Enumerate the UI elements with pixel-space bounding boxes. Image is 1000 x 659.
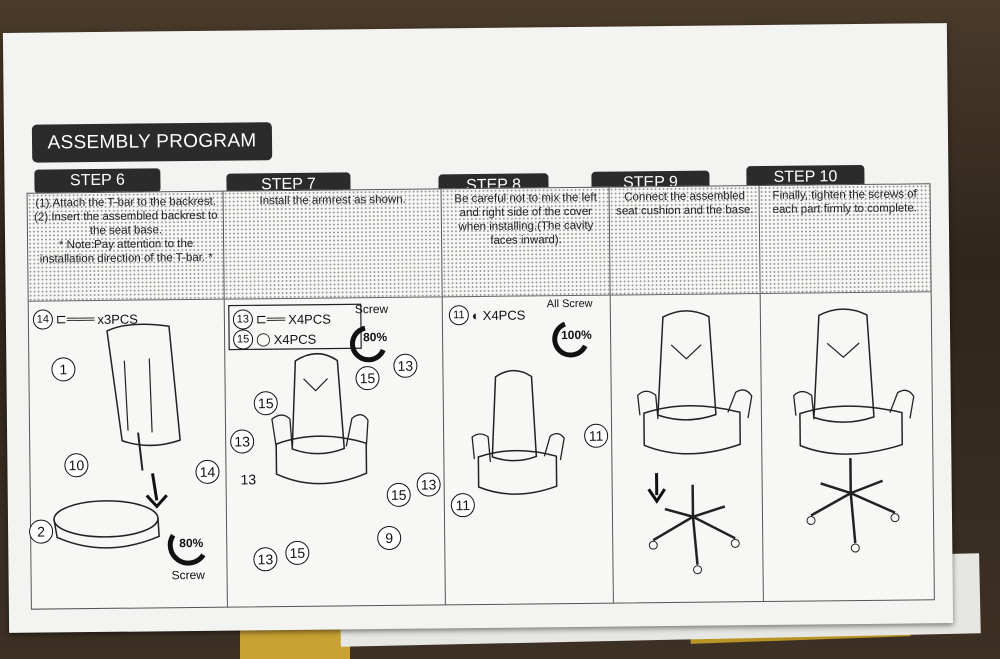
chair-base-drawing	[637, 310, 753, 575]
callout-15: 15	[386, 482, 411, 507]
callout-11: 11	[584, 423, 609, 448]
part-14-circle: 14	[32, 309, 53, 330]
callout-13: 13	[393, 353, 418, 378]
callout-2: 2	[28, 519, 54, 544]
callout-15: 15	[285, 540, 310, 566]
part-15-qty: X4PCS	[273, 331, 317, 347]
step-9-panel: Connect the assembled seat cushion and t…	[608, 185, 765, 604]
callout-15: 15	[253, 391, 278, 416]
step-10-instructions: Finally, tighten the screws of each part…	[759, 184, 931, 295]
step-6-part-chip: 14 ⊏═══ x3PCS	[32, 309, 138, 330]
step-9-diagram	[611, 294, 764, 602]
step-9-instructions: Connect the assembled seat cushion and t…	[609, 186, 761, 296]
bolt-icon: ⊏═══	[55, 311, 95, 327]
washer-icon: ◯	[256, 331, 271, 347]
chair-cover-drawing	[471, 321, 588, 495]
part-14-qty: x3PCS	[97, 311, 138, 327]
assembly-program-title: ASSEMBLY PROGRAM	[31, 122, 273, 163]
step-7-part-chip-13: 13 ⊏══ X4PCS	[232, 309, 331, 330]
step-7-instructions: Install the armrest as shown.	[223, 189, 443, 300]
rotation-percent: 100%	[561, 327, 592, 343]
part-13-circle: 13	[232, 309, 254, 330]
step-7-panel: Install the armrest as shown. 13 ⊏══ X4P…	[222, 188, 447, 608]
step-7-diagram: 13 ⊏══ X4PCS 15 ◯ X4PCS Screw 80% 15 13 …	[225, 297, 446, 605]
step-6-diagram: 14 ⊏═══ x3PCS 1 10 14 2 80% Screw	[28, 300, 228, 608]
callout-14: 14	[195, 459, 220, 484]
screw-label: Screw	[171, 567, 205, 583]
step-8-part-chip: 11 ◐ X4PCS	[448, 305, 526, 326]
step-6-instructions: (1).Attach the T-bar to the backrest. (2…	[27, 191, 225, 302]
step-8-instructions: Be careful not to mix the left and right…	[441, 187, 611, 298]
chair-armrest-drawing	[228, 303, 386, 485]
instruction-sheet: ASSEMBLY PROGRAM STEP 6 STEP 7 STEP 8 ST…	[2, 23, 954, 633]
step-8-diagram: 11 ◐ X4PCS All Screw 100% 11 11	[443, 296, 614, 604]
rotation-percent: 80%	[363, 329, 388, 345]
step-7-part-chip-15: 15 ◯ X4PCS	[233, 329, 316, 350]
step-10-diagram	[761, 292, 934, 600]
step-6-tab: STEP 6	[34, 168, 161, 194]
all-screw-label: All Screw	[546, 297, 593, 311]
step-6-panel: (1).Attach the T-bar to the backrest. (2…	[26, 190, 229, 610]
callout-13: 13	[230, 429, 255, 454]
callout-13: 13	[416, 472, 441, 497]
part-15-circle: 15	[233, 329, 254, 350]
screw-icon: ⊏══	[255, 311, 286, 327]
callout-11: 11	[450, 493, 475, 518]
screw-label: Screw	[354, 301, 389, 317]
callout-13: 13	[253, 547, 278, 572]
part-11-qty: X4PCS	[482, 307, 526, 323]
chair-back-drawing	[53, 323, 206, 566]
rotation-percent: 80%	[179, 535, 204, 551]
step-10-panel: Finally, tighten the screws of each part…	[758, 183, 935, 603]
part-13-qty: X4PCS	[288, 311, 331, 327]
callout-10: 10	[64, 453, 89, 478]
step-8-panel: Be careful not to mix the left and right…	[440, 186, 615, 606]
callout-9: 9	[377, 525, 402, 551]
label-13: 13	[240, 471, 257, 488]
assembled-chair-drawing	[793, 308, 915, 553]
callout-1: 1	[51, 357, 76, 382]
part-11-circle: 11	[448, 305, 469, 326]
callout-15: 15	[355, 366, 380, 391]
cap-icon: ◐	[471, 307, 480, 323]
